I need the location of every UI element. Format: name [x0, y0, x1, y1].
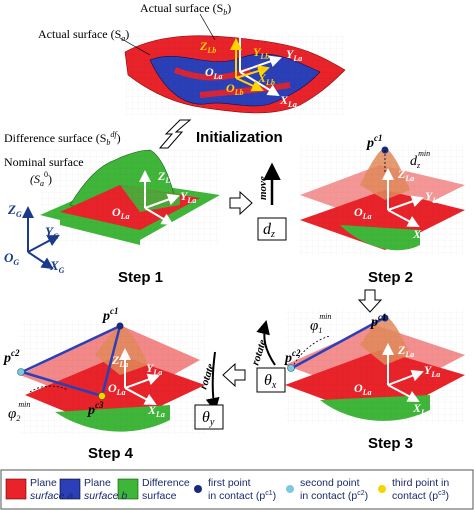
legend-dot-third — [378, 485, 386, 493]
dz-box — [257, 217, 287, 241]
label-rotate-x: rotate — [249, 338, 269, 367]
legend-first-2: in contact (pc1) — [208, 490, 276, 502]
axis-xlb-top: XLb — [257, 71, 275, 87]
label-dz: dz — [263, 221, 275, 240]
label-difference-surface: Difference surface (Sbdf) — [4, 130, 121, 147]
axis-zla-s2: ZLa — [397, 167, 414, 183]
axis-xg: XG — [49, 258, 65, 275]
legend-plane-b-1: Plane — [84, 477, 111, 489]
label-pc2-s4: pc2 — [3, 348, 20, 366]
axis-olb-top: OLb — [226, 81, 244, 97]
label-move: move — [257, 176, 269, 200]
label-phi1: φ1min — [310, 312, 331, 335]
step3-figure — [285, 310, 465, 425]
legend-swatch-plane-b — [59, 478, 81, 500]
legend-third-2: contact (pc3) — [392, 490, 449, 502]
label-theta-y: θy — [202, 409, 215, 428]
step4-figure — [17, 320, 205, 435]
legend-dot-second — [286, 485, 294, 493]
legend-second-1: second point — [300, 477, 360, 489]
theta-x-box — [256, 367, 286, 393]
legend-dot-first — [194, 485, 202, 493]
label-actual-sb: Actual surface (Sb) — [140, 1, 231, 17]
label-pc1-s2: pc1 — [366, 133, 383, 151]
axis-ylb-top: YLb — [253, 45, 269, 61]
step2-figure — [300, 145, 465, 255]
axis-zg: ZG — [7, 202, 22, 219]
axis-zlb-top: ZLb — [199, 39, 216, 55]
axis-yg: YG — [45, 224, 59, 241]
global-axes — [22, 206, 60, 270]
axis-yla-s1: YLa — [180, 189, 196, 205]
label-step3: Step 3 — [368, 435, 413, 452]
axis-xla-top: XLa — [279, 93, 297, 109]
legend-swatch-difference — [117, 478, 139, 500]
axis-xla-s4: XLa — [147, 403, 165, 419]
step1-to-step2-arrow — [229, 190, 253, 216]
legend-swatch-plane-a — [5, 478, 27, 500]
axis-og: OG — [4, 250, 19, 267]
axis-zla-s1: ZLa — [157, 169, 174, 185]
legend-diff-1: Difference — [142, 477, 190, 489]
label-phi2: φ2min — [8, 400, 30, 423]
step3-to-step4-arrow — [222, 362, 246, 388]
axis-zla-s4: ZLa — [111, 353, 128, 369]
label-pc2-s3: pc2 — [284, 348, 301, 366]
axis-ola-s2: OLa — [354, 205, 372, 221]
axis-zla-top: ZLa — [247, 11, 264, 27]
label-dzmin: dzmin — [410, 149, 430, 170]
legend-first-1: first point — [208, 477, 251, 489]
legend-plane-b-2: surface b — [84, 490, 127, 502]
label-step4: Step 4 — [88, 445, 134, 462]
axis-xla-s1: XLa — [167, 223, 185, 239]
axis-ola-s1: OLa — [112, 205, 130, 221]
actual-surfaces-figure — [124, 18, 346, 115]
axis-ola-s4: OLa — [108, 381, 126, 397]
label-pc1-s3: pc1 — [370, 312, 387, 330]
label-pc3-s4: pc3 — [87, 400, 104, 418]
axis-yla-s3: YLa — [424, 363, 440, 379]
axis-xla-s3: XLa — [412, 401, 430, 417]
legend-diff-2: surface — [142, 490, 177, 502]
label-step1: Step 1 — [118, 269, 163, 286]
step2-to-step3-arrow — [357, 289, 383, 313]
label-step2: Step 2 — [368, 269, 413, 286]
label-actual-sa: Actual surface (Sa) — [38, 27, 129, 43]
axis-yla-s2: YLa — [425, 189, 441, 205]
label-theta-x: θx — [264, 372, 277, 391]
label-pc1-s4: pc1 — [102, 306, 119, 324]
label-initialization: Initialization — [196, 129, 283, 146]
axis-ola-s3: OLa — [354, 381, 372, 397]
axis-yla-top: YLa — [286, 47, 302, 63]
legend-third-1: third point in — [392, 477, 449, 489]
legend-plane-a-2: surface a — [30, 490, 73, 502]
axis-yla-s4: YLa — [146, 361, 162, 377]
legend-plane-a-1: Plane — [30, 477, 57, 489]
legend — [0, 469, 474, 510]
axis-xla-s2: XLa — [412, 227, 430, 243]
init-arrow — [158, 119, 192, 149]
axis-ola-top: OLa — [205, 65, 223, 81]
step1-figure — [40, 149, 220, 245]
legend-second-2: in contact (pc2) — [300, 490, 368, 502]
axis-zla-s3: ZLa — [397, 343, 414, 359]
